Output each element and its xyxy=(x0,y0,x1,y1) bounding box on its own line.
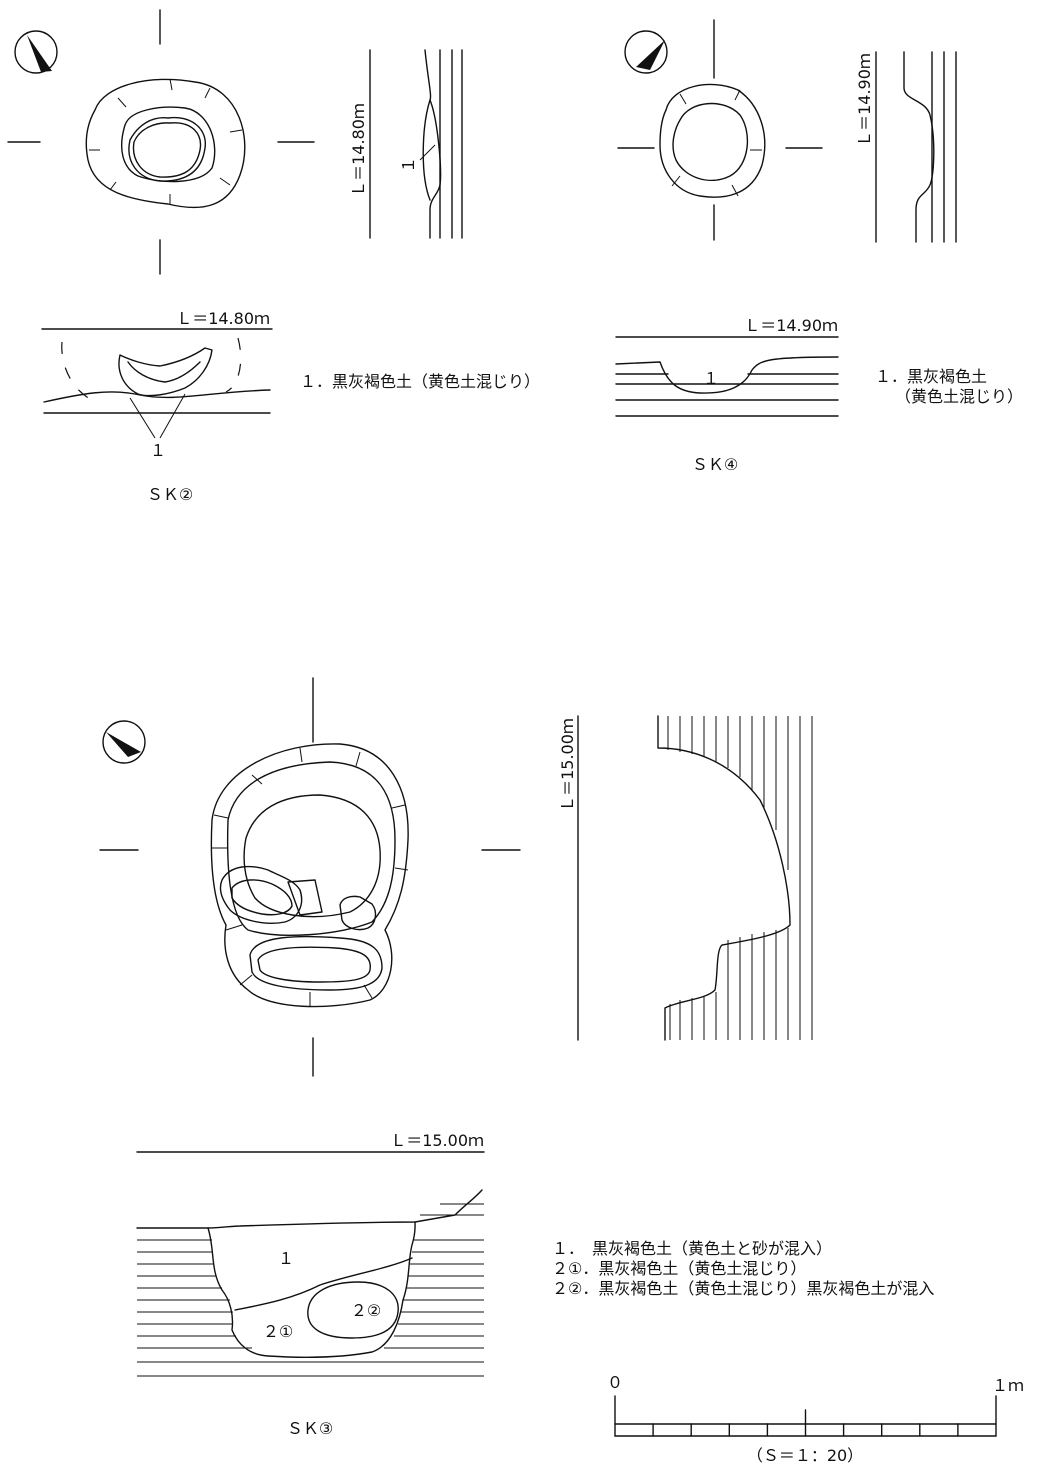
sk2-pit-outline xyxy=(85,78,246,209)
sk3-pottery-2 xyxy=(339,895,377,931)
sk2-layer-marker-section: １ xyxy=(150,441,166,460)
scale-ratio-label: （Ｓ＝１：20） xyxy=(747,1446,863,1465)
scale-bar: ０ １ｍ （Ｓ＝１：20） xyxy=(607,1373,1024,1465)
sk3-pit-outline xyxy=(210,743,409,1008)
sk3-legend-2: ２①．黒灰褐色土（黄色土混じり） xyxy=(552,1259,806,1278)
sk4-pit-outline xyxy=(659,83,766,198)
sk2-level-label-section: Ｌ＝14.80ｍ xyxy=(176,309,270,328)
sk3-elevation-hatch xyxy=(667,716,813,1040)
sk2-name: ＳＫ② xyxy=(147,485,193,504)
sk3-elevation: Ｌ＝15.00ｍ xyxy=(558,715,813,1041)
sk3-legend-1: １． 黒灰褐色土（黄色土と砂が混入） xyxy=(552,1239,832,1258)
sk4-layer-marker-section: １ xyxy=(703,369,719,388)
scale-start-label: ０ xyxy=(607,1373,623,1392)
sk3-name: ＳＫ③ xyxy=(287,1419,333,1438)
sk4-legend-2: （黄色土混じり） xyxy=(895,387,1023,406)
sk3-layer-marker-1: １ xyxy=(278,1249,294,1268)
sk3-section: Ｌ＝15.00ｍ xyxy=(136,1131,934,1438)
sk3-layer-marker-2-1: ２① xyxy=(263,1322,293,1341)
north-arrow-icon xyxy=(102,720,146,764)
sk4-section: Ｌ＝14.90ｍ １ １．黒灰褐色土 （黄色土混じり） ＳＫ④ xyxy=(615,316,1023,474)
sk3-plan xyxy=(99,677,521,1077)
sk2-section: Ｌ＝14.80ｍ １ １．黒灰褐色土（黄色土混じり） ＳＫ② xyxy=(41,309,540,504)
sk3-section-hatch xyxy=(137,1203,484,1377)
sk3-pottery-1 xyxy=(219,865,303,924)
north-arrow-icon xyxy=(624,30,668,74)
sk2-section-pottery xyxy=(118,347,213,397)
sk4-level-label-section: Ｌ＝14.90ｍ xyxy=(744,316,838,335)
sk3-layer-marker-2-2: ２② xyxy=(351,1301,381,1320)
sk3-level-label-plan: Ｌ＝15.00ｍ xyxy=(558,718,577,812)
sk3-section-profile xyxy=(207,1221,416,1358)
sk2-legend-1: １．黒灰褐色土（黄色土混じり） xyxy=(300,372,540,391)
scale-end-label: １ｍ xyxy=(992,1376,1024,1395)
sk2-level-label-plan: Ｌ＝14.80ｍ xyxy=(349,103,368,197)
scale-ticks xyxy=(652,1409,959,1437)
sk2-elevation: Ｌ＝14.80ｍ １ xyxy=(349,49,463,239)
sk4-name: ＳＫ④ xyxy=(692,455,738,474)
north-arrow-icon xyxy=(14,30,58,74)
sk2-plan xyxy=(7,9,315,275)
sk4-level-label-plan: Ｌ＝14.90ｍ xyxy=(855,53,874,147)
sk2-pottery xyxy=(128,116,206,182)
sk3-level-label-section: Ｌ＝15.00ｍ xyxy=(390,1131,484,1150)
sk2-layer-marker-plan: １ xyxy=(399,157,418,173)
sk4-elevation: Ｌ＝14.90ｍ xyxy=(855,51,957,243)
sk3-legend-3: ２②．黒灰褐色土（黄色土混じり）黒灰褐色土が混入 xyxy=(552,1279,934,1298)
sk4-legend-1: １．黒灰褐色土 xyxy=(875,367,987,386)
sk4-plan xyxy=(617,19,823,241)
